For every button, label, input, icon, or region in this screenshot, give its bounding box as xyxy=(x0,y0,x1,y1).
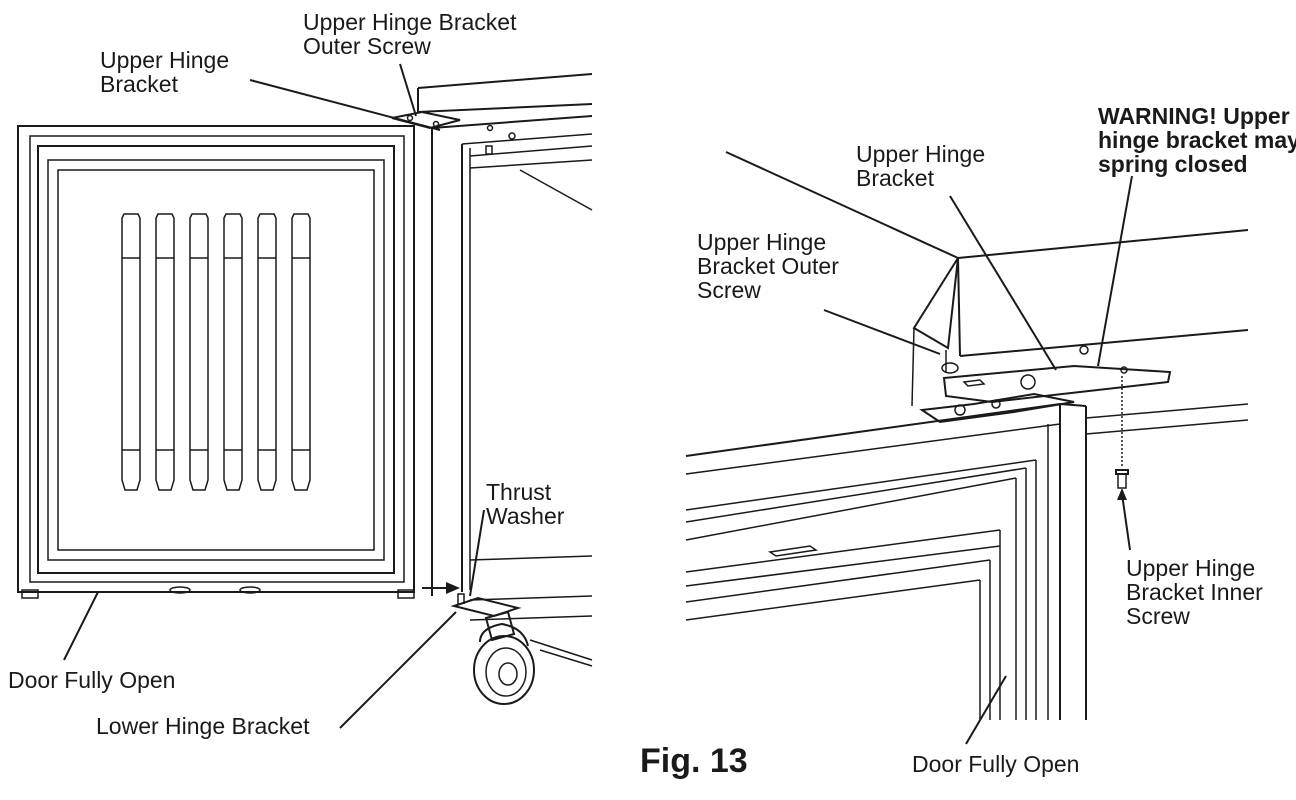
label-warning-1: WARNING! Upper xyxy=(1098,103,1290,129)
label-outer-screw-right-1: Upper Hinge xyxy=(697,229,826,255)
cabinet-top-right xyxy=(725,151,1249,551)
right-view: WARNING! Upper hinge bracket may spring … xyxy=(685,103,1296,777)
label-inner-screw-1: Upper Hinge xyxy=(1126,555,1255,581)
door-frame-right xyxy=(685,403,1249,720)
label-door-fully-open-left: Door Fully Open xyxy=(8,667,175,693)
left-leaders xyxy=(63,63,485,729)
label-thrust-washer-2: Washer xyxy=(486,503,565,529)
label-upper-hinge-bracket-right-2: Bracket xyxy=(856,165,935,191)
label-door-fully-open-right: Door Fully Open xyxy=(912,751,1079,777)
label-upper-hinge-bracket-left-1: Upper Hinge xyxy=(100,47,229,73)
label-outer-screw-left-2: Outer Screw xyxy=(303,33,431,59)
right-leaders xyxy=(823,175,1133,745)
door-grille-bars xyxy=(121,213,311,491)
label-inner-screw-2: Bracket Inner xyxy=(1126,579,1263,605)
label-upper-hinge-bracket-right-1: Upper Hinge xyxy=(856,141,985,167)
label-upper-hinge-bracket-left-2: Bracket xyxy=(100,71,179,97)
door-panel-left xyxy=(17,125,415,599)
label-lower-hinge-bracket: Lower Hinge Bracket xyxy=(96,713,310,739)
label-thrust-washer-1: Thrust xyxy=(486,479,552,505)
label-warning-3: spring closed xyxy=(1098,151,1248,177)
lower-hinge-caster xyxy=(422,582,535,705)
label-outer-screw-right-3: Screw xyxy=(697,277,761,303)
label-outer-screw-left-1: Upper Hinge Bracket xyxy=(303,9,517,35)
label-warning-2: hinge bracket may xyxy=(1098,127,1296,153)
figure-label: Fig. 13 xyxy=(640,742,748,780)
cabinet-left xyxy=(391,73,593,667)
label-inner-screw-3: Screw xyxy=(1126,603,1190,629)
label-outer-screw-right-2: Bracket Outer xyxy=(697,253,839,279)
left-view: Upper Hinge Bracket Upper Hinge Bracket … xyxy=(8,9,593,739)
